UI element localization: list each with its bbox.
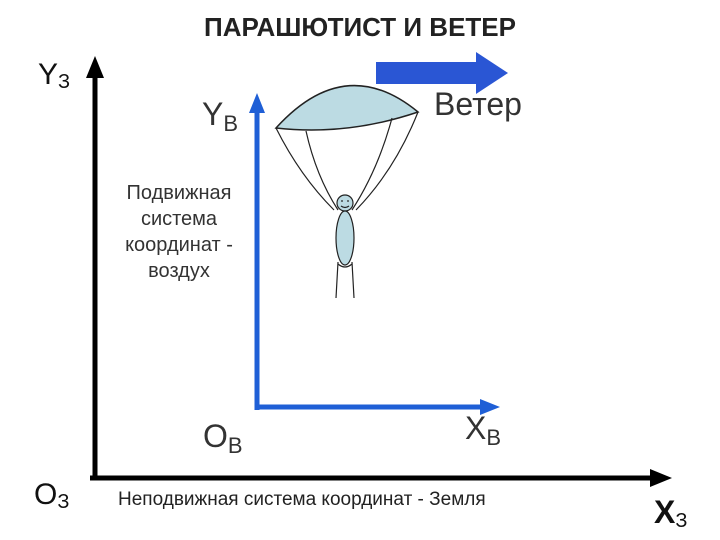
parachutist-legs bbox=[335, 261, 355, 299]
air-y-axis-arrowhead bbox=[249, 93, 265, 113]
air-x-axis-label: XВ bbox=[465, 410, 502, 450]
wind-arrow bbox=[376, 52, 508, 94]
parachutist-body bbox=[335, 210, 355, 266]
diagram-title: ПАРАШЮТИСТ И ВЕТЕР bbox=[204, 12, 516, 42]
parachute-lines bbox=[275, 111, 419, 211]
fixed-system-label: Неподвижная система координат - Земля bbox=[118, 489, 486, 510]
moving-system-label: Подвижная система координат - воздух bbox=[125, 182, 233, 282]
earth-y-axis-arrowhead bbox=[86, 56, 104, 78]
earth-origin-label: OЗ bbox=[34, 478, 70, 513]
wind-label: Ветер bbox=[434, 86, 522, 122]
air-origin-label: OВ bbox=[203, 418, 243, 458]
earth-y-axis-label: YЗ bbox=[38, 58, 71, 93]
air-y-axis-label: YВ bbox=[202, 96, 239, 136]
parachutist-head bbox=[336, 194, 354, 212]
earth-x-axis-arrowhead bbox=[650, 469, 672, 487]
parachutist-figure bbox=[335, 194, 355, 299]
air-x-axis-arrowhead bbox=[480, 399, 500, 415]
parachute-canopy bbox=[274, 84, 420, 131]
earth-x-axis-label: XЗ bbox=[654, 494, 688, 532]
